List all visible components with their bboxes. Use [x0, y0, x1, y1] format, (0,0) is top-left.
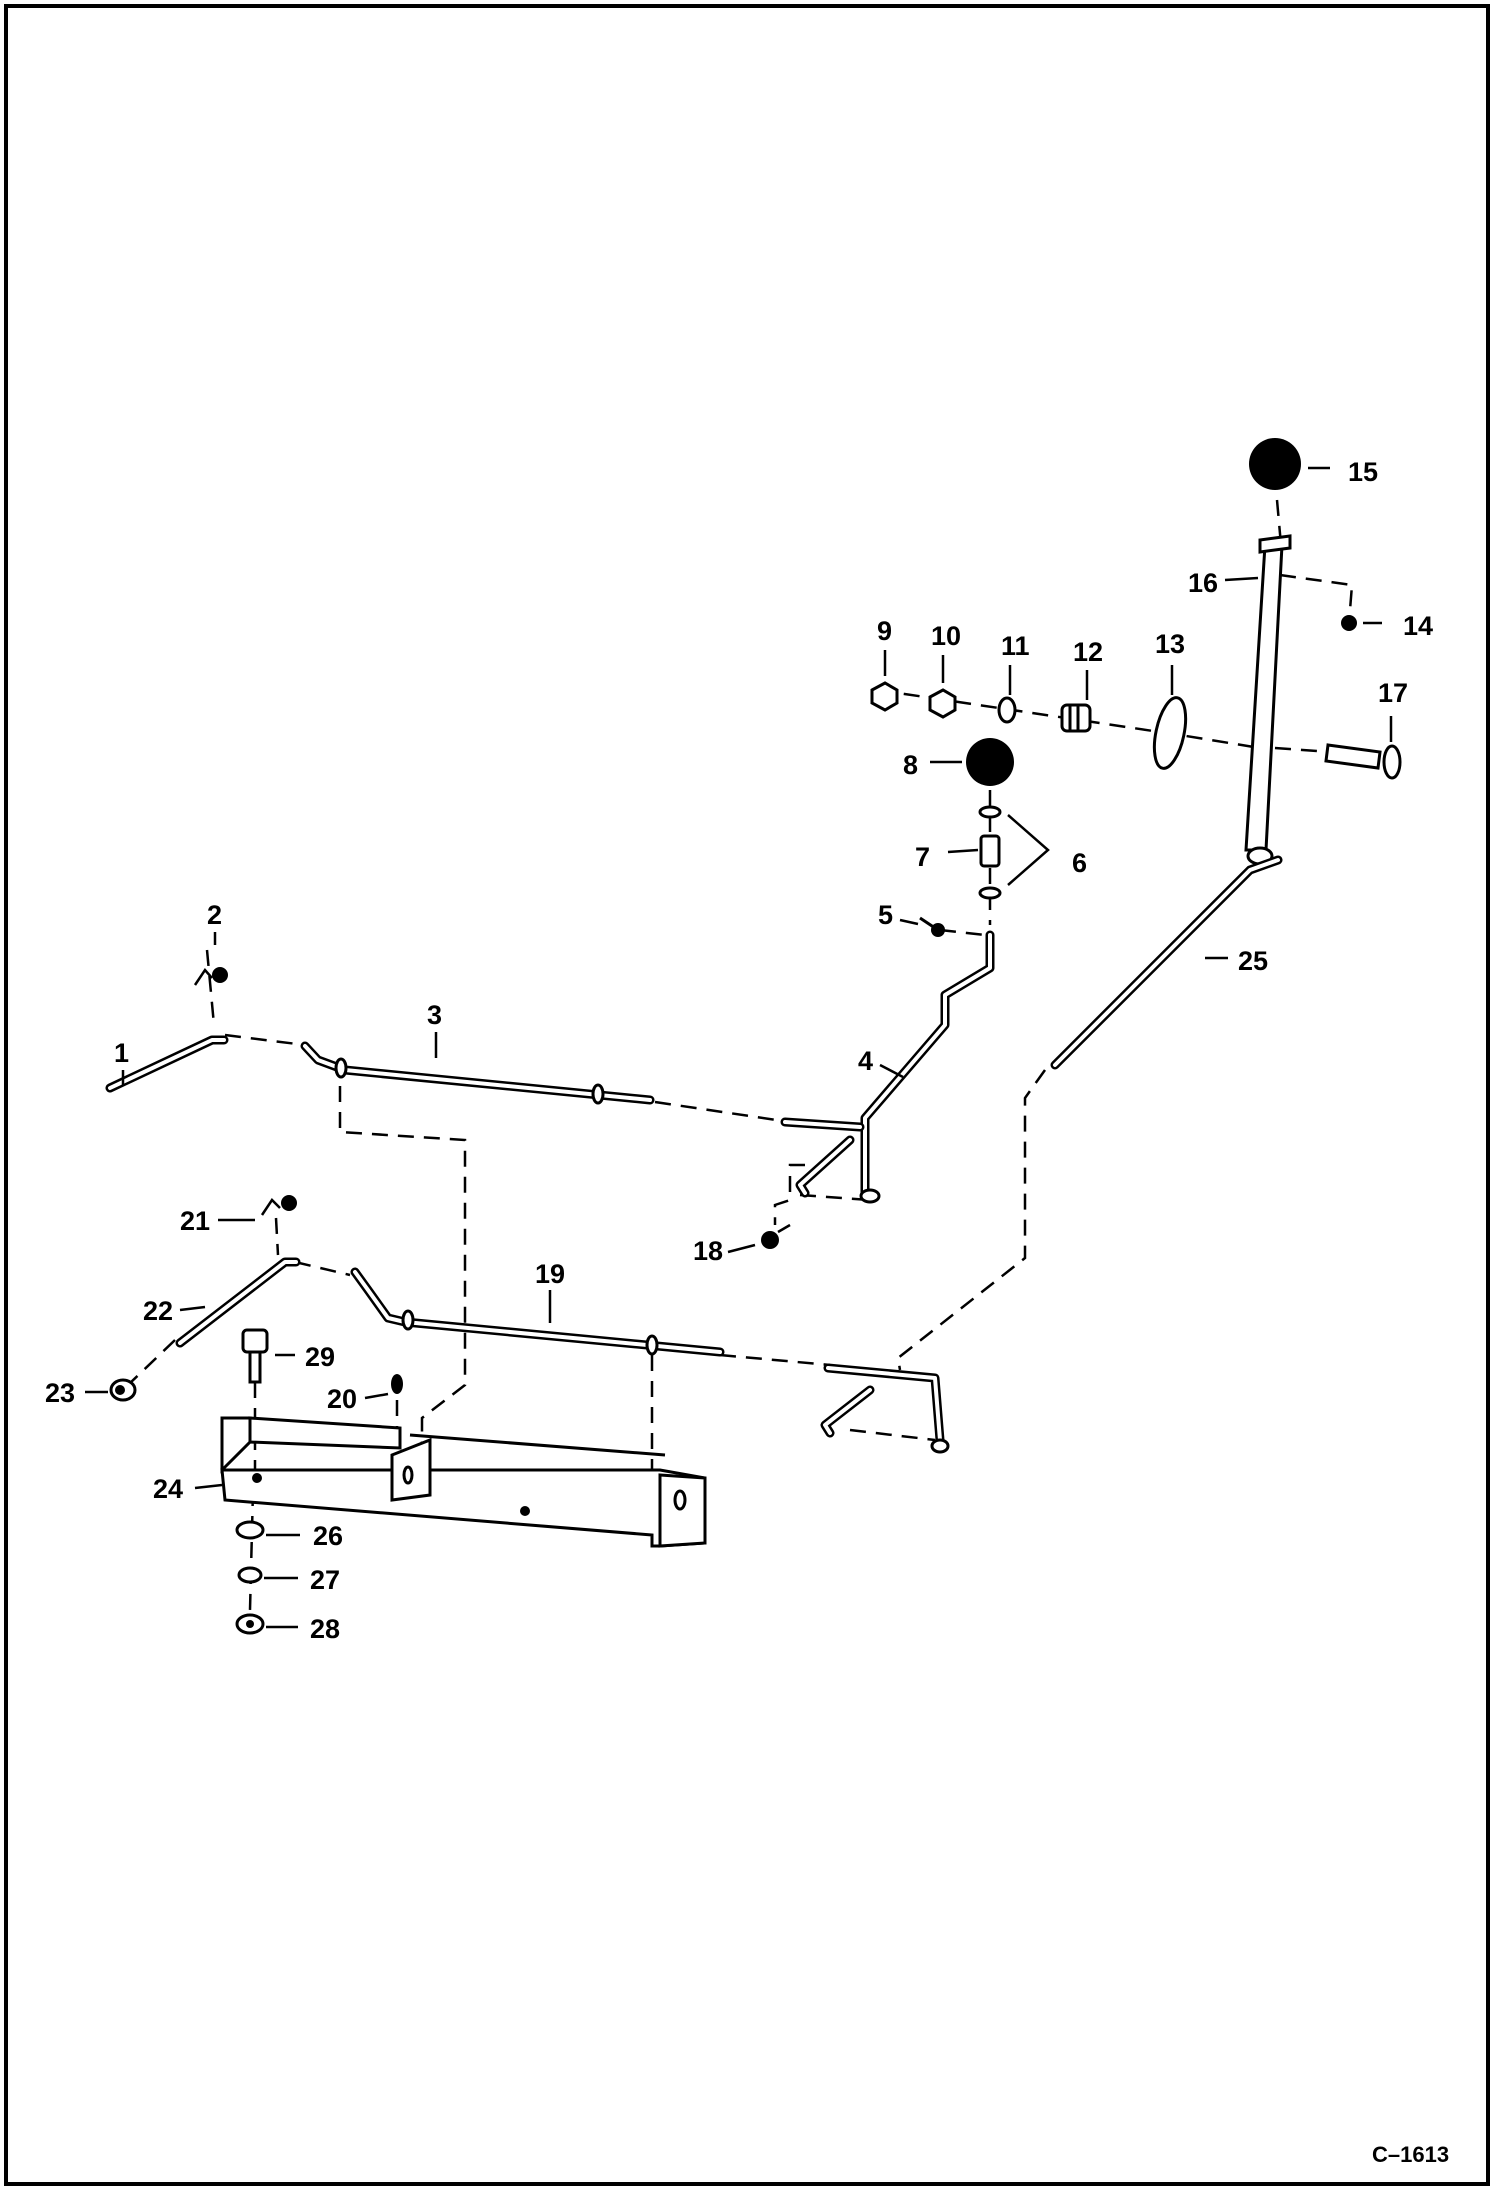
washer-6-top — [978, 805, 1002, 819]
part-label-27: 27 — [310, 1565, 340, 1595]
part-label-29: 29 — [305, 1342, 335, 1372]
clip-18 — [761, 1223, 791, 1249]
part-label-8: 8 — [903, 750, 918, 780]
nut-14 — [1341, 615, 1357, 631]
part-label-24: 24 — [153, 1474, 183, 1504]
part-label-1: 1 — [114, 1038, 129, 1068]
washer-6-bottom — [978, 886, 1002, 900]
part-label-13: 13 — [1155, 629, 1185, 659]
washer-26 — [235, 1520, 265, 1540]
part-label-14: 14 — [1403, 611, 1433, 641]
assembly-dashed-lines — [127, 499, 1354, 1611]
part-label-19: 19 — [535, 1259, 565, 1289]
pin-20 — [391, 1374, 403, 1394]
part-label-20: 20 — [327, 1384, 357, 1414]
spacer-7 — [979, 834, 1001, 868]
diagram-frame — [4, 4, 1490, 2186]
rod-19 — [350, 1267, 725, 1357]
nut-9 — [870, 681, 899, 712]
clip-21 — [260, 1195, 297, 1216]
part-label-18: 18 — [693, 1236, 723, 1266]
part-label-11: 11 — [1001, 631, 1030, 661]
rod-3 — [300, 1041, 655, 1105]
part-label-3: 3 — [427, 1000, 442, 1030]
lockwasher-27 — [237, 1566, 263, 1584]
part-label-7: 7 — [915, 842, 930, 872]
bracket-24 — [220, 1416, 707, 1548]
rod-1 — [105, 1035, 229, 1093]
part-label-16: 16 — [1188, 568, 1218, 598]
part-label-23: 23 — [45, 1378, 75, 1408]
part-label-6: 6 — [1072, 848, 1087, 878]
leader-lines — [85, 466, 1393, 1629]
part-label-28: 28 — [310, 1614, 340, 1644]
lever-lower — [820, 1363, 950, 1454]
lever-4 — [780, 930, 995, 1204]
part-label-15: 15 — [1348, 457, 1378, 487]
washer-11 — [997, 696, 1017, 724]
ball-knob-15 — [1249, 438, 1301, 490]
part-label-4: 4 — [858, 1046, 873, 1076]
part-labels: 15 16 14 9 10 11 12 13 17 8 7 6 5 25 2 1… — [45, 457, 1433, 1644]
lever-16 — [1244, 534, 1292, 866]
fitting-23 — [109, 1378, 137, 1402]
spacer-12 — [1060, 703, 1092, 733]
clip-2 — [193, 967, 228, 986]
bolt-17 — [1324, 743, 1402, 780]
part-label-22: 22 — [143, 1296, 173, 1326]
part-label-5: 5 — [878, 900, 893, 930]
part-label-9: 9 — [877, 616, 892, 646]
part-label-12: 12 — [1073, 637, 1103, 667]
ball-knob-8 — [966, 738, 1014, 786]
nut-28 — [235, 1613, 265, 1635]
bolt-29 — [241, 1328, 269, 1384]
figure-reference: C–1613 — [1372, 2142, 1449, 2167]
rod-22 — [175, 1257, 301, 1348]
rod-25 — [1050, 855, 1283, 1070]
part-label-17: 17 — [1378, 678, 1408, 708]
part-label-10: 10 — [931, 621, 961, 651]
pin-5 — [919, 916, 945, 937]
part-label-2: 2 — [207, 900, 222, 930]
part-label-25: 25 — [1238, 946, 1268, 976]
part-label-21: 21 — [180, 1206, 210, 1236]
nut-10 — [928, 688, 957, 719]
disc-13 — [1152, 696, 1188, 770]
part-label-26: 26 — [313, 1521, 343, 1551]
